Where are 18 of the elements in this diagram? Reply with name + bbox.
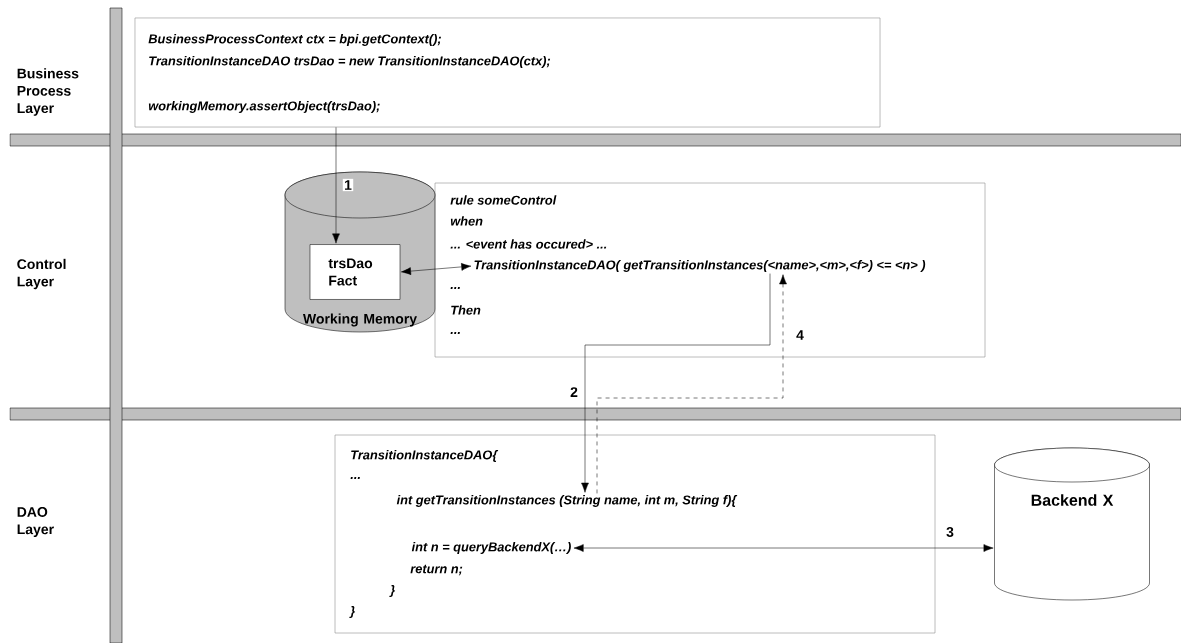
edge-label: 2 <box>568 385 580 399</box>
edge-label: 3 <box>944 525 956 539</box>
database-cylinder: Backend X <box>994 447 1150 601</box>
code-line: TransitionInstanceDAO( getTransitionInstances(<name>,<m>,<f>) <= <n> ) <box>474 260 926 272</box>
arrow <box>581 273 771 493</box>
fact-box: trsDao Fact <box>309 244 401 300</box>
edge-label: 4 <box>794 328 806 342</box>
arrow <box>332 127 340 244</box>
layer-label: DAO Layer <box>17 507 54 537</box>
code-box: BusinessProcessContext ctx = bpi.getContext(); TransitionInstanceDAO trsDao = new TransitionInstanceDAO(ctx); workingMemory.assertObject(trsDao); <box>134 17 881 128</box>
layer-label: Business Process Layer <box>17 68 79 116</box>
arrow <box>401 263 472 275</box>
layer-label: Control Layer <box>17 258 66 290</box>
code-line: int n = queryBackendX(…) <box>411 542 571 554</box>
arrow <box>596 274 787 494</box>
arrow <box>573 544 994 552</box>
edge-label: 1 <box>342 178 354 192</box>
code-line: int getTransitionInstances (String name, int m, String f){ <box>396 495 738 507</box>
